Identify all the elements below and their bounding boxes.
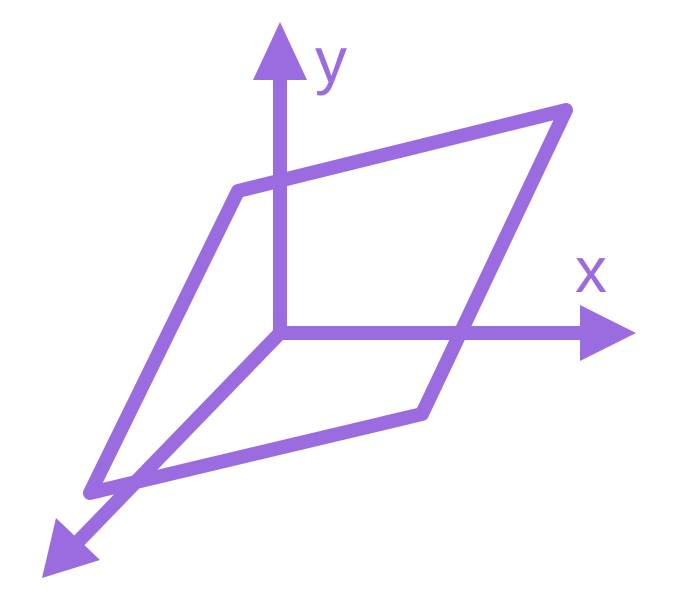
- z-axis-arrowhead: [42, 518, 100, 578]
- y-axis-arrowhead: [253, 22, 307, 80]
- plane-parallelogram: [83, 103, 573, 500]
- x-axis-label: x: [575, 234, 607, 306]
- z-axis-line: [63, 326, 287, 557]
- y-axis-label: y: [315, 24, 347, 96]
- x-axis-arrowhead: [580, 305, 636, 361]
